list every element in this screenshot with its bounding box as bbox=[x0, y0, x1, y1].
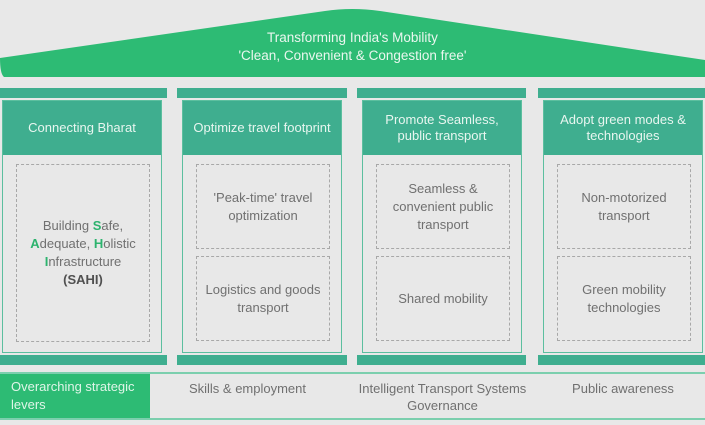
pillar-heading: Optimize travel footprint bbox=[183, 101, 341, 155]
sahi-box: Building Safe, Adequate, Holistic Infras… bbox=[16, 164, 150, 342]
pillar-public-transport: Promote Seamless, public transport Seaml… bbox=[362, 100, 522, 353]
pillar-base-bar bbox=[177, 355, 347, 365]
lever-skills: Skills & employment bbox=[188, 381, 307, 396]
sahi-text: olistic bbox=[103, 236, 136, 251]
sahi-letter-s: S bbox=[92, 218, 102, 233]
sahi-letter-i: I bbox=[44, 254, 49, 269]
lever-its-governance: Intelligent Transport Systems Governance bbox=[340, 380, 545, 414]
roof-shape bbox=[0, 9, 705, 77]
sahi-text: Building bbox=[42, 218, 93, 233]
pillar-optimize-travel: Optimize travel footprint 'Peak-time' tr… bbox=[182, 100, 342, 353]
pillar-heading: Promote Seamless, public transport bbox=[363, 101, 521, 155]
initiative-box: Green mobility technologies bbox=[557, 256, 691, 341]
lever-public-awareness: Public awareness bbox=[572, 381, 674, 396]
sahi-acronym: (SAHI) bbox=[63, 272, 103, 287]
pillar-capital-bar bbox=[177, 88, 347, 98]
pillar-base-bar bbox=[0, 355, 167, 365]
pillar-capital-bar bbox=[357, 88, 526, 98]
initiative-box: 'Peak-time' travel optimization bbox=[196, 164, 330, 249]
vision-title: Transforming India's Mobility bbox=[267, 30, 438, 45]
vision-subtitle: 'Clean, Convenient & Congestion free' bbox=[238, 48, 467, 63]
sahi-letter-h: H bbox=[93, 236, 104, 251]
sahi-text: nfrastructure bbox=[48, 254, 122, 269]
pillar-capital-bar bbox=[0, 88, 167, 98]
lever-governance: Governance bbox=[407, 398, 478, 413]
pillar-heading: Connecting Bharat bbox=[3, 101, 161, 155]
sahi-text: afe, bbox=[101, 218, 124, 233]
pillar-capital-bar bbox=[538, 88, 705, 98]
initiative-box: Seamless & convenient public transport bbox=[376, 164, 510, 249]
pillar-heading: Adopt green modes & technologies bbox=[544, 101, 702, 155]
pillar-base-bar bbox=[357, 355, 526, 365]
pillar-green-modes: Adopt green modes & technologies Non-mot… bbox=[543, 100, 703, 353]
initiative-box: Non-motorized transport bbox=[557, 164, 691, 249]
lever-its: Intelligent Transport Systems bbox=[358, 381, 527, 396]
sahi-letter-a: A bbox=[30, 236, 40, 251]
initiative-box: Shared mobility bbox=[376, 256, 510, 341]
strategic-levers: Overarching strategic levers Skills & em… bbox=[0, 372, 705, 420]
sahi-text: dequate, bbox=[39, 236, 94, 251]
roof-text: Transforming India's Mobility 'Clean, Co… bbox=[0, 29, 705, 65]
pillar-base-bar bbox=[538, 355, 705, 365]
levers-label: Overarching strategic levers bbox=[0, 374, 150, 418]
pillar-connecting-bharat: Connecting Bharat Building Safe, Adequat… bbox=[2, 100, 162, 353]
initiative-box: Logistics and goods transport bbox=[196, 256, 330, 341]
